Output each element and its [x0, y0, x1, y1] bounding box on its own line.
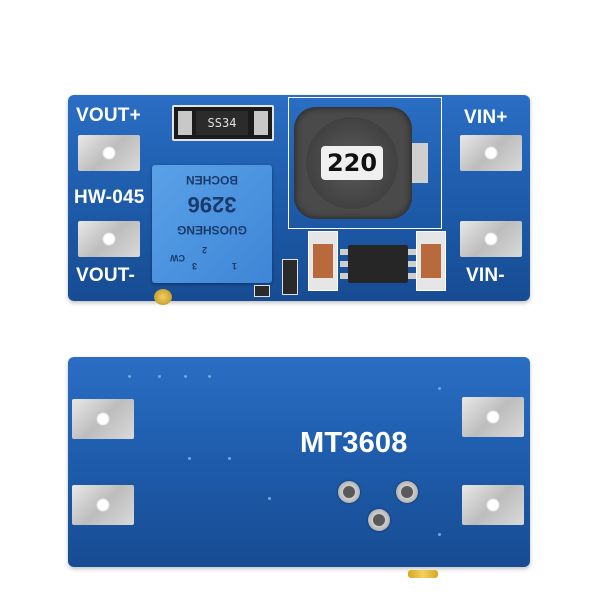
pad-hole — [484, 146, 498, 160]
pcb-top-side: VOUT+ HW-045 VOUT- VIN+ VIN- SS34 220 BO… — [68, 95, 530, 305]
capacitor-left — [308, 231, 338, 291]
diode-marking: SS34 — [196, 111, 248, 135]
via — [438, 533, 441, 536]
inductor-outline — [288, 97, 442, 229]
via — [438, 387, 441, 390]
pot-text-pin2: 2 — [202, 245, 208, 255]
pot-text-guosheng: GUOSHENG — [177, 223, 248, 237]
via — [158, 375, 161, 378]
pad-hole — [96, 412, 110, 426]
via — [208, 375, 211, 378]
vin-minus-pad — [460, 221, 522, 257]
ic-pin — [408, 273, 416, 279]
pcb-bottom-side: MT3608 — [68, 357, 530, 567]
via — [188, 457, 191, 460]
ic-pin — [340, 273, 348, 279]
schottky-diode: SS34 — [172, 105, 274, 141]
via — [228, 457, 231, 460]
chip-label: MT3608 — [300, 427, 408, 459]
ic-pin — [340, 261, 348, 267]
bottom-pad-left-bottom — [72, 485, 134, 525]
pad-hole — [486, 410, 500, 424]
vout-plus-pad — [78, 135, 140, 171]
vout-minus-label: VOUT- — [76, 265, 136, 286]
vout-plus-label: VOUT+ — [76, 105, 141, 126]
diode-lead — [178, 111, 192, 135]
bottom-pad-right-top — [462, 397, 524, 437]
pad-hole — [102, 232, 116, 246]
pot-screw-bottom-icon — [408, 570, 438, 578]
sot23-6-ic — [340, 245, 416, 283]
pot-text-pin1: 1 — [232, 261, 238, 271]
pot-text-cw: CW — [170, 253, 185, 263]
bottom-pad-left-top — [72, 399, 134, 439]
inductor-marking: 220 — [321, 146, 383, 180]
vin-minus-label: VIN- — [466, 265, 505, 286]
pad-hole — [486, 498, 500, 512]
ic-pin — [340, 249, 348, 255]
via — [268, 497, 271, 500]
solder-point-icon — [396, 481, 418, 503]
model-label: HW-045 — [74, 187, 145, 208]
inductor-core: 220 — [306, 117, 398, 209]
pad-hole — [96, 498, 110, 512]
via — [184, 375, 187, 378]
vin-plus-pad — [460, 135, 522, 171]
solder-point-icon — [338, 481, 360, 503]
pad-hole — [102, 146, 116, 160]
solder-point-icon — [368, 509, 390, 531]
pot-text-bochen: BOCHEN — [186, 173, 239, 187]
inductor: 220 — [294, 107, 412, 219]
capacitor-body — [421, 244, 441, 278]
adjust-screw-icon — [154, 289, 172, 305]
capacitor-body — [313, 244, 333, 278]
vin-plus-label: VIN+ — [464, 107, 508, 128]
bottom-pad-right-bottom — [462, 485, 524, 525]
pad-hole — [484, 232, 498, 246]
smd-resistor — [282, 259, 298, 295]
vout-minus-pad — [78, 221, 140, 257]
pot-text-model: 3296 — [187, 192, 237, 217]
ic-pin — [408, 261, 416, 267]
capacitor-right — [416, 231, 446, 291]
trimmer-potentiometer: BOCHEN 3296 GUOSHENG 2 CW 1 3 — [152, 165, 272, 283]
ic-pin — [408, 249, 416, 255]
smd-resistor-small — [254, 285, 270, 297]
pot-text-pin3: 3 — [192, 261, 198, 271]
via — [128, 375, 131, 378]
diode-lead — [254, 111, 268, 135]
